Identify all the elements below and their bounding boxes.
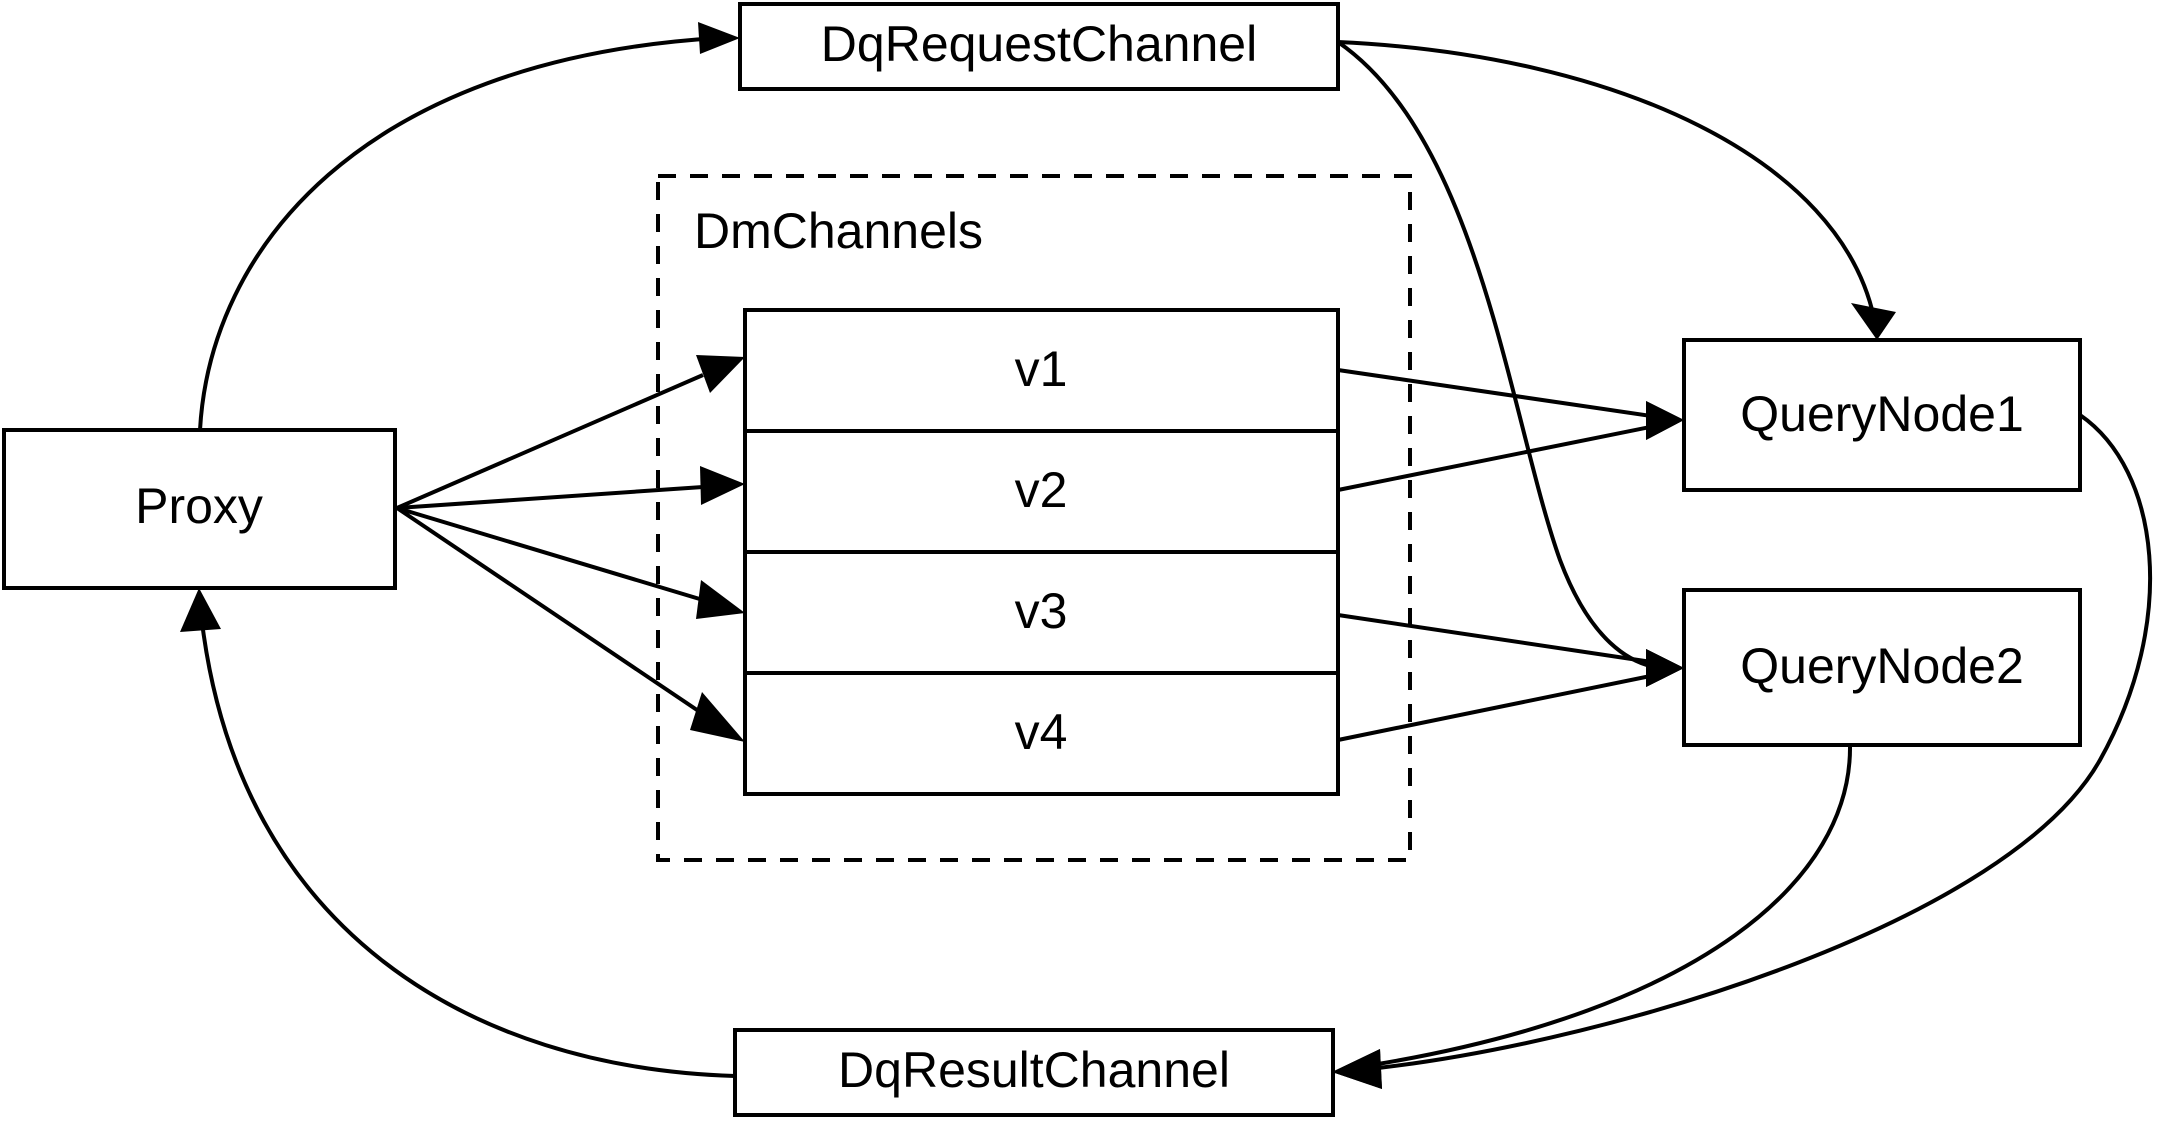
edge-v2-to-query-node-1 [1337,401,1684,492]
proxy-label: Proxy [135,478,263,534]
edge-path [1377,413,2153,1070]
edge-v3-to-query-node-2 [1337,613,1684,687]
edge-dq-request-channel-to-query-node-1 [1337,40,1896,340]
arrowhead-icon [1332,1049,1382,1089]
dq-request-channel-box[interactable] [738,2,1340,91]
edge-path [1337,613,1666,666]
edge-path [1337,422,1666,492]
node-query-node-2[interactable]: QueryNode2 [1682,588,2082,747]
arrowhead-icon [1646,401,1684,440]
arrowhead-icon [696,355,745,393]
query-node-1-label: QueryNode1 [1740,386,2024,442]
edge-path [198,36,719,431]
node-proxy[interactable]: Proxy [2,428,397,590]
channel-row-v2-label[interactable]: v2 [1015,462,1068,518]
dm-channels-group: DmChannels [656,174,1412,862]
arrowhead-icon [180,588,221,632]
dm-channels-border [656,174,1412,862]
edge-proxy-to-v3 [396,506,745,619]
query-node-2-box[interactable] [1682,588,2082,747]
edge-path [1336,40,1663,670]
edge-query-node-2-to-dq-result-channel [1332,744,1853,1089]
edge-query-node-1-to-dq-result-channel [1332,413,2153,1089]
dq-result-channel-box[interactable] [733,1028,1335,1117]
edge-dq-request-channel-to-query-node-2 [1336,40,1684,687]
arrowhead-icon [696,580,745,619]
proxy-box[interactable] [2,428,397,590]
edge-proxy-to-v1 [396,355,745,510]
arrowhead-icon [1851,303,1896,340]
arrowhead-icon [1646,649,1684,687]
edge-path [1337,671,1666,742]
edge-path [1337,368,1666,420]
channel-row-v1-label[interactable]: v1 [1015,341,1068,397]
arrowhead-icon [698,22,740,54]
dm-channels-label: DmChannels [694,203,983,259]
edge-path [200,621,736,1078]
channel-row-v3-label[interactable]: v3 [1015,583,1068,639]
edge-proxy-to-v4 [395,506,745,742]
dm-channels-table: v1 v2 v3 v4 [743,308,1340,796]
edge-path [396,506,704,602]
arrowhead-icon [690,692,745,742]
edge-proxy-to-v2 [396,466,745,510]
edge-path [396,485,704,510]
arrowhead-icon [700,466,745,505]
query-node-1-box[interactable] [1682,338,2082,492]
dq-request-channel-label: DqRequestChannel [821,16,1257,72]
edge-path [396,373,704,510]
edge-dq-result-channel-to-proxy [180,588,736,1078]
dq-result-channel-label: DqResultChannel [838,1042,1230,1098]
node-dq-request-channel[interactable]: DqRequestChannel [738,2,1340,91]
node-dq-result-channel[interactable]: DqResultChannel [733,1028,1335,1117]
node-query-node-1[interactable]: QueryNode1 [1682,338,2082,492]
edge-path [395,506,702,714]
query-node-2-label: QueryNode2 [1740,638,2024,694]
edge-proxy-to-dq-request-channel [198,22,740,431]
edge-path [1377,744,1853,1066]
edge-path [1337,40,1876,319]
channel-row-v4-label[interactable]: v4 [1015,704,1068,760]
edge-v4-to-query-node-2 [1337,649,1684,742]
